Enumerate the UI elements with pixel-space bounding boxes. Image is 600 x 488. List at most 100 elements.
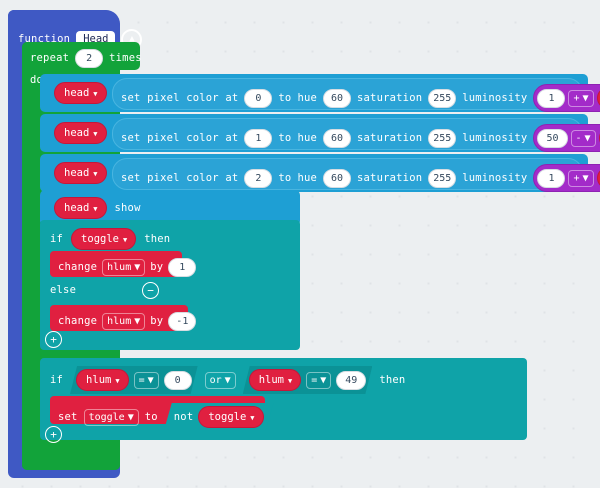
change-amount-field[interactable]: -1 bbox=[168, 312, 197, 331]
saturation-label: saturation bbox=[357, 91, 423, 104]
toggle-variable-dropdown[interactable]: toggle▼ bbox=[198, 406, 263, 428]
hue-field[interactable]: 60 bbox=[323, 168, 352, 188]
plus-circle-icon[interactable]: + bbox=[45, 426, 62, 443]
math-operator-dropdown[interactable]: +▼ bbox=[568, 169, 594, 187]
set-pixel-color-fields: set pixel color at 1 to hue 60 saturatio… bbox=[112, 118, 600, 152]
if-label: if bbox=[50, 373, 64, 386]
change-label: change bbox=[58, 315, 98, 328]
math-operand-a-field[interactable]: 1 bbox=[537, 168, 566, 188]
comparison-block-left[interactable]: hlum▼ =▼ 0 bbox=[70, 366, 198, 394]
head-variable-label: head bbox=[64, 87, 90, 99]
hue-field[interactable]: 60 bbox=[323, 128, 352, 148]
set-pixel-color-fields: set pixel color at 0 to hue 60 saturatio… bbox=[112, 78, 600, 112]
not-label: not bbox=[173, 410, 194, 423]
toggle-variable-dropdown[interactable]: toggle▼ bbox=[83, 408, 139, 426]
change-amount-field[interactable]: 1 bbox=[168, 258, 197, 277]
math-operator-label: + bbox=[573, 172, 580, 184]
comparison-operator-label: = bbox=[138, 374, 145, 386]
repeat-times-label: times bbox=[109, 52, 142, 65]
math-operand-a-field[interactable]: 1 bbox=[537, 88, 566, 108]
hue-label: hue bbox=[297, 171, 318, 184]
change-variable-block[interactable]: change hlum▼ by -1 bbox=[50, 305, 197, 331]
change-variable-block[interactable]: change hlum▼ by 1 bbox=[50, 251, 197, 277]
comparison-value-field[interactable]: 49 bbox=[336, 371, 366, 390]
comparison-operator-label: = bbox=[311, 374, 318, 386]
luminosity-label: luminosity bbox=[462, 131, 528, 144]
if-compare-block[interactable]: if hlum▼ =▼ 0 or▼ hlum▼ =▼ 49 bbox=[40, 358, 527, 443]
pixel-index-field[interactable]: 1 bbox=[244, 128, 273, 148]
if-label: if bbox=[50, 232, 64, 245]
head-variable-label: head bbox=[64, 202, 90, 214]
head-variable-dropdown[interactable]: head▼ bbox=[54, 197, 107, 219]
toggle-variable-label: toggle bbox=[81, 233, 119, 245]
saturation-label: saturation bbox=[357, 171, 423, 184]
then-label: then bbox=[144, 232, 171, 245]
math-operation-block[interactable]: 1 +▼ hlum▼ bbox=[533, 164, 600, 192]
set-pixel-color-fields: set pixel color at 2 to hue 60 saturatio… bbox=[112, 158, 600, 192]
math-operator-dropdown[interactable]: +▼ bbox=[568, 89, 594, 107]
math-operand-a-field[interactable]: 50 bbox=[537, 128, 568, 148]
repeat-block-header[interactable]: repeat 2 times bbox=[22, 42, 142, 70]
head-variable-dropdown[interactable]: head▼ bbox=[54, 162, 107, 184]
head-variable-dropdown[interactable]: head▼ bbox=[54, 122, 107, 144]
saturation-field[interactable]: 255 bbox=[428, 128, 457, 148]
by-label: by bbox=[150, 315, 164, 328]
comparison-operator-dropdown[interactable]: =▼ bbox=[306, 372, 331, 389]
math-operation-block[interactable]: 1 +▼ hlum▼ bbox=[533, 84, 600, 112]
set-label: set bbox=[58, 410, 78, 423]
repeat-count-field[interactable]: 2 bbox=[75, 49, 104, 68]
toggle-variable-dropdown[interactable]: toggle▼ bbox=[71, 228, 137, 250]
math-operation-block[interactable]: 50 -▼ hlum▼ bbox=[533, 124, 600, 152]
comparison-block-right[interactable]: hlum▼ =▼ 49 bbox=[243, 366, 373, 394]
hlum-variable-label: hlum bbox=[258, 374, 284, 386]
set-pixel-color-at-label: set pixel color at bbox=[121, 131, 239, 144]
hlum-variable-dropdown[interactable]: hlum▼ bbox=[249, 369, 302, 391]
hlum-variable-dropdown[interactable]: hlum▼ bbox=[76, 369, 129, 391]
hue-label: hue bbox=[297, 131, 318, 144]
head-variable-label: head bbox=[64, 127, 90, 139]
hlum-variable-dropdown[interactable]: hlum▼ bbox=[102, 259, 146, 276]
else-label: else bbox=[50, 284, 77, 297]
change-label: change bbox=[58, 261, 98, 274]
hlum-variable-label: hlum bbox=[86, 374, 112, 386]
hlum-variable-label: hlum bbox=[107, 262, 132, 273]
math-operator-label: + bbox=[573, 92, 580, 104]
saturation-field[interactable]: 255 bbox=[428, 168, 457, 188]
set-variable-block[interactable]: set toggle▼ to not toggle▼ bbox=[50, 396, 265, 424]
to-label: to bbox=[144, 410, 158, 423]
pixel-index-field[interactable]: 2 bbox=[244, 168, 273, 188]
saturation-label: saturation bbox=[357, 131, 423, 144]
hue-field[interactable]: 60 bbox=[323, 88, 352, 108]
repeat-keyword-label: repeat bbox=[30, 52, 70, 65]
hlum-variable-dropdown[interactable]: hlum▼ bbox=[596, 167, 600, 189]
set-pixel-color-at-label: set pixel color at bbox=[121, 171, 239, 184]
hlum-variable-dropdown[interactable]: hlum▼ bbox=[102, 313, 146, 330]
repeat-block-footer bbox=[22, 444, 120, 470]
hue-label: hue bbox=[297, 91, 318, 104]
luminosity-label: luminosity bbox=[462, 171, 528, 184]
comparison-operator-dropdown[interactable]: =▼ bbox=[134, 372, 159, 389]
by-label: by bbox=[150, 261, 164, 274]
not-logic-block[interactable]: not toggle▼ bbox=[164, 403, 274, 431]
logic-joiner-label: or bbox=[209, 374, 222, 386]
plus-circle-icon[interactable]: + bbox=[45, 331, 62, 348]
repeat-do-label: do bbox=[30, 74, 44, 86]
set-pixel-color-at-label: set pixel color at bbox=[121, 91, 239, 104]
if-else-block[interactable]: if toggle▼ then change hlum▼ by 1 else −… bbox=[40, 220, 300, 350]
math-operator-dropdown[interactable]: -▼ bbox=[570, 129, 596, 147]
pixel-index-field[interactable]: 0 bbox=[244, 88, 273, 108]
head-variable-dropdown[interactable]: head▼ bbox=[54, 82, 107, 104]
hlum-variable-dropdown[interactable]: hlum▼ bbox=[596, 87, 600, 109]
set-pixel-color-block[interactable]: head▼ set pixel color at 1 to hue 60 sat… bbox=[40, 114, 600, 152]
set-pixel-color-block[interactable]: head▼ set pixel color at 0 to hue 60 sat… bbox=[40, 74, 600, 112]
comparison-value-field[interactable]: 0 bbox=[164, 371, 192, 390]
then-label: then bbox=[379, 373, 406, 386]
math-operator-label: - bbox=[575, 132, 582, 144]
minus-circle-icon[interactable]: − bbox=[142, 282, 160, 299]
saturation-field[interactable]: 255 bbox=[428, 88, 457, 108]
to-label: to bbox=[278, 91, 292, 104]
set-pixel-color-block[interactable]: head▼ set pixel color at 2 to hue 60 sat… bbox=[40, 154, 600, 192]
show-label: show bbox=[114, 201, 141, 214]
logic-joiner-dropdown[interactable]: or▼ bbox=[204, 371, 236, 389]
